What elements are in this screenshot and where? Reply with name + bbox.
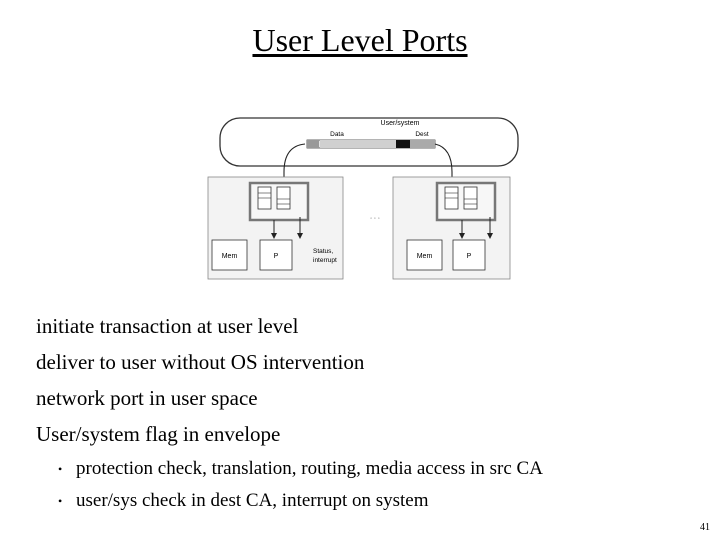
message-data-field — [320, 140, 396, 148]
bullet-list: initiate transaction at user level deliv… — [36, 308, 364, 452]
bullet-item: network port in user space — [36, 386, 258, 410]
sub-bullet-item: • user/sys check in dest CA, interrupt o… — [58, 485, 543, 517]
sub-bullet-item: • protection check, translation, routing… — [58, 453, 543, 485]
sub-bullet-list: • protection check, translation, routing… — [58, 453, 543, 517]
ellipsis: ◦ ◦ ◦ — [370, 216, 380, 222]
bullet-item: initiate transaction at user level — [36, 314, 299, 338]
bullet-dot: • — [58, 462, 63, 476]
user-level-ports-diagram: User/system Data Dest ◦ ◦ ◦ Mem P — [207, 117, 519, 280]
send-arrow — [280, 143, 306, 186]
network-label: User/system — [381, 120, 420, 127]
processor-label: P — [467, 253, 472, 260]
dest-label: Dest — [415, 131, 429, 138]
sub-bullet-text: protection check, translation, routing, … — [76, 458, 543, 479]
processor-label: P — [274, 253, 279, 260]
page-number: 41 — [700, 522, 710, 533]
message-tail-field — [410, 140, 435, 148]
sub-bullet-text: user/sys check in dest CA, interrupt on … — [76, 490, 429, 511]
node-2: Mem P — [392, 176, 511, 280]
bullet-item: User/system flag in envelope — [36, 422, 281, 446]
receive-arrow — [434, 143, 456, 186]
status-label: Status, — [313, 248, 333, 255]
mem-label: Mem — [417, 253, 433, 260]
dest-field — [396, 140, 410, 148]
node-1: Mem P Status, interrupt — [207, 176, 344, 280]
mem-box — [211, 239, 248, 271]
slide-title: User Level Ports — [252, 22, 468, 58]
processor-box — [452, 239, 486, 271]
port-buffer-2 — [463, 186, 478, 210]
mem-box — [406, 239, 443, 271]
bullet-item: deliver to user without OS intervention — [36, 350, 365, 374]
user-system-flag — [307, 140, 319, 148]
processor-box — [259, 239, 293, 271]
mem-label: Mem — [222, 253, 238, 260]
port-buffer-2 — [276, 186, 291, 210]
data-label: Data — [330, 131, 344, 138]
interrupt-label: interrupt — [313, 257, 337, 264]
bullet-dot: • — [58, 494, 63, 508]
